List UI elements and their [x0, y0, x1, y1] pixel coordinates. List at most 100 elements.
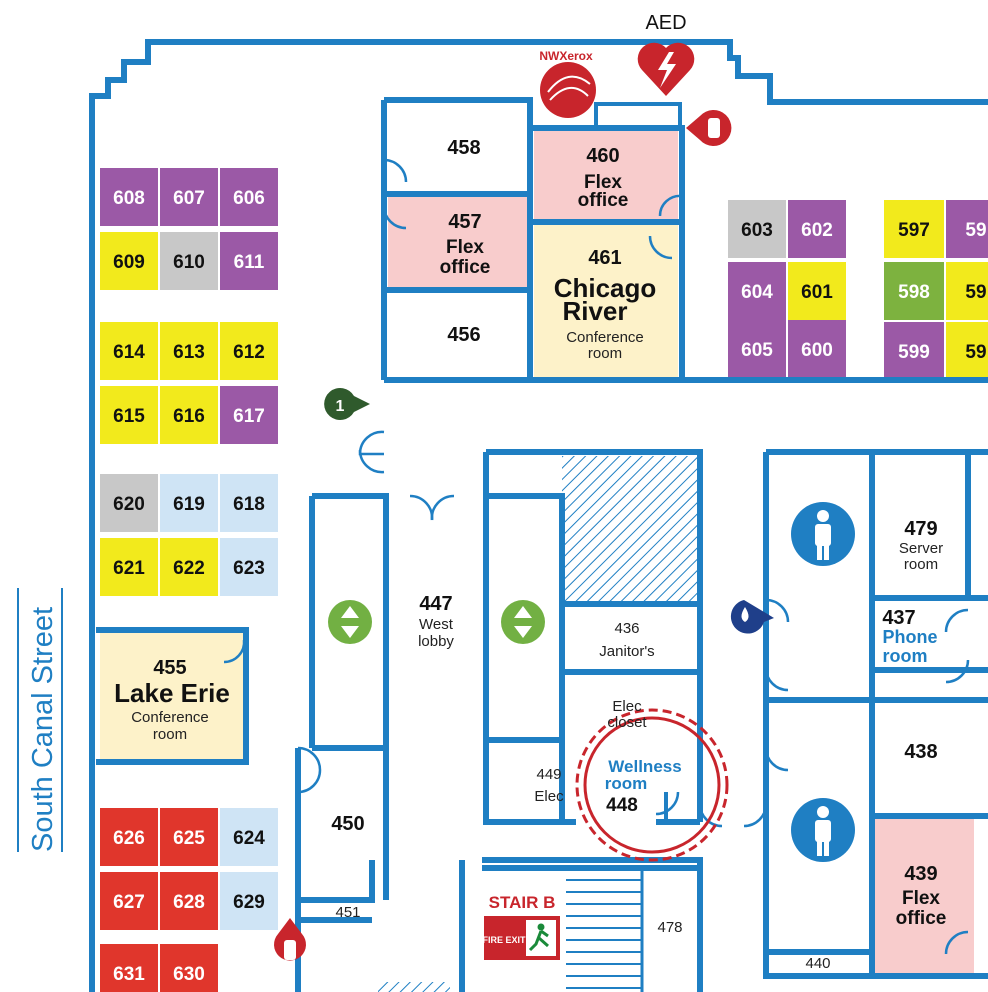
desk-label: 625 [173, 828, 205, 849]
desk-label: 603 [741, 220, 773, 241]
desk-cell [728, 200, 786, 258]
desk-619[interactable]: 619 [160, 474, 218, 532]
desk-610[interactable]: 610 [160, 232, 218, 290]
desk-cell [160, 322, 218, 380]
stair-steps [566, 870, 644, 992]
fire-extinguisher-icon-2 [274, 918, 306, 961]
fire-extinguisher-icon [686, 110, 732, 146]
desk-604[interactable]: 604 [728, 262, 786, 320]
room-437-line1: Phone [882, 627, 937, 647]
desk-607[interactable]: 607 [160, 168, 218, 226]
desk-606[interactable]: 606 [220, 168, 278, 226]
printer-icon: NWXerox [539, 49, 596, 118]
desk-59[interactable]: 59 [946, 262, 988, 320]
desk-600[interactable]: 600 [788, 320, 846, 378]
desk-611[interactable]: 611 [220, 232, 278, 290]
desk-cell [220, 538, 278, 596]
desk-cell [728, 262, 786, 320]
desk-625[interactable]: 625 [160, 808, 218, 866]
desk-628[interactable]: 628 [160, 872, 218, 930]
desk-608[interactable]: 608 [100, 168, 158, 226]
desk-label: 614 [113, 342, 145, 363]
room-455-fill [100, 632, 244, 760]
desk-601[interactable]: 601 [788, 262, 846, 320]
room-461-line4: room [588, 345, 622, 362]
room-461-line1: Chicago [554, 273, 657, 303]
desk-cell [220, 232, 278, 290]
room-461-number: 461 [588, 247, 621, 269]
desk-label: 615 [113, 406, 145, 427]
room-439-number: 439 [904, 863, 937, 885]
room-460-line1: Flex [584, 172, 622, 193]
desk-cell [100, 872, 158, 930]
desk-cell [100, 232, 158, 290]
desk-label: 626 [113, 828, 145, 849]
room-455-line3: room [153, 726, 187, 743]
desk-612[interactable]: 612 [220, 322, 278, 380]
desk-label: 606 [233, 188, 265, 209]
desk-621[interactable]: 621 [100, 538, 158, 596]
desk-cell [946, 262, 988, 320]
desk-label: 597 [898, 220, 930, 241]
desk-label: 631 [113, 964, 145, 985]
desk-626[interactable]: 626 [100, 808, 158, 866]
room-436-number: 436 [614, 620, 639, 637]
room-437-number: 437 [882, 607, 915, 629]
desk-cell [100, 168, 158, 226]
desk-613[interactable]: 613 [160, 322, 218, 380]
desk-617[interactable]: 617 [220, 386, 278, 444]
desk-629[interactable]: 629 [220, 872, 278, 930]
stair-b-sign: STAIR B FIRE EXIT [482, 893, 560, 960]
room-457-line2: office [440, 257, 491, 278]
room-455-line2: Conference [131, 709, 209, 726]
desk-627[interactable]: 627 [100, 872, 158, 930]
stair-b-wall [459, 857, 703, 992]
desk-602[interactable]: 602 [788, 200, 846, 258]
room-461-line3: Conference [566, 329, 644, 346]
desk-599[interactable]: 599 [884, 322, 944, 380]
water-fountain-icon [730, 600, 774, 634]
desk-label: 619 [173, 494, 205, 515]
room-448-line1: Wellness [608, 757, 681, 776]
room-437-line2: room [883, 646, 928, 666]
desk-614[interactable]: 614 [100, 322, 158, 380]
desk-609[interactable]: 609 [100, 232, 158, 290]
room-438-number: 438 [904, 741, 937, 763]
location-marker-1[interactable]: 1 [324, 388, 370, 420]
desk-615[interactable]: 615 [100, 386, 158, 444]
desk-cell [100, 944, 158, 992]
elevator-icon-2 [501, 600, 545, 644]
desk-631[interactable]: 631 [100, 944, 158, 992]
restroom-icon [791, 502, 855, 566]
desk-597[interactable]: 597 [884, 200, 944, 258]
desk-cell [160, 538, 218, 596]
desk-618[interactable]: 618 [220, 474, 278, 532]
desk-624[interactable]: 624 [220, 808, 278, 866]
hatched-shaft-bottom [378, 982, 450, 992]
desk-598[interactable]: 598 [884, 262, 944, 320]
desk-623[interactable]: 623 [220, 538, 278, 596]
desk-59[interactable]: 59 [946, 200, 988, 258]
desk-622[interactable]: 622 [160, 538, 218, 596]
desk-cell [884, 262, 944, 320]
desk-label: 624 [233, 828, 265, 849]
room-456-number: 456 [447, 324, 480, 346]
desk-605[interactable]: 605 [728, 320, 786, 378]
aed-heart-icon [637, 42, 695, 96]
desk-label: 618 [233, 494, 265, 515]
door-arcs [223, 158, 970, 955]
desk-label: 610 [173, 252, 205, 273]
desk-cell [160, 872, 218, 930]
desk-cell [220, 386, 278, 444]
desk-59[interactable]: 59 [946, 322, 988, 380]
desk-603[interactable]: 603 [728, 200, 786, 258]
desk-616[interactable]: 616 [160, 386, 218, 444]
desk-label: 608 [113, 188, 145, 209]
desk-label: 59 [965, 342, 986, 363]
desk-label: 623 [233, 558, 265, 579]
desk-620[interactable]: 620 [100, 474, 158, 532]
room-455-line1: Lake Erie [114, 678, 230, 708]
desk-630[interactable]: 630 [160, 944, 218, 992]
desk-label: 617 [233, 406, 265, 427]
